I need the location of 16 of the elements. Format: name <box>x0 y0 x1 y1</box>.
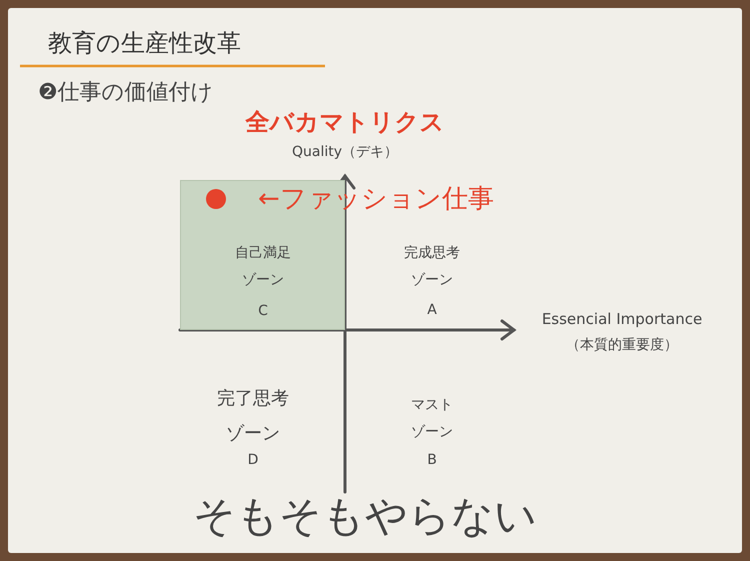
zone-label: 完成思考ゾーン <box>403 244 461 290</box>
subtitle: ❷仕事の価値付け <box>38 82 214 104</box>
quadrant-letter: A <box>426 301 438 320</box>
axis-label: Essencial Importance <box>542 312 702 327</box>
axis-label: （本質的重要度） <box>566 338 678 352</box>
matrix-title: 全バカマトリクス <box>246 110 444 134</box>
dot-marker <box>206 189 226 209</box>
quadrant-letter: D <box>246 451 260 470</box>
quadrant-letter: B <box>426 451 438 470</box>
slide-title: 教育の生産性改革 <box>48 31 241 55</box>
zone-label: マストゾーン <box>410 396 454 442</box>
quadrant-letter: C <box>257 302 269 321</box>
axis-label: Quality（デキ） <box>292 145 398 159</box>
zone-label: 完了思考ゾーン <box>216 387 290 446</box>
zone-label: 自己満足ゾーン <box>234 244 292 290</box>
bottom-note: そもそもやらない <box>193 495 537 537</box>
